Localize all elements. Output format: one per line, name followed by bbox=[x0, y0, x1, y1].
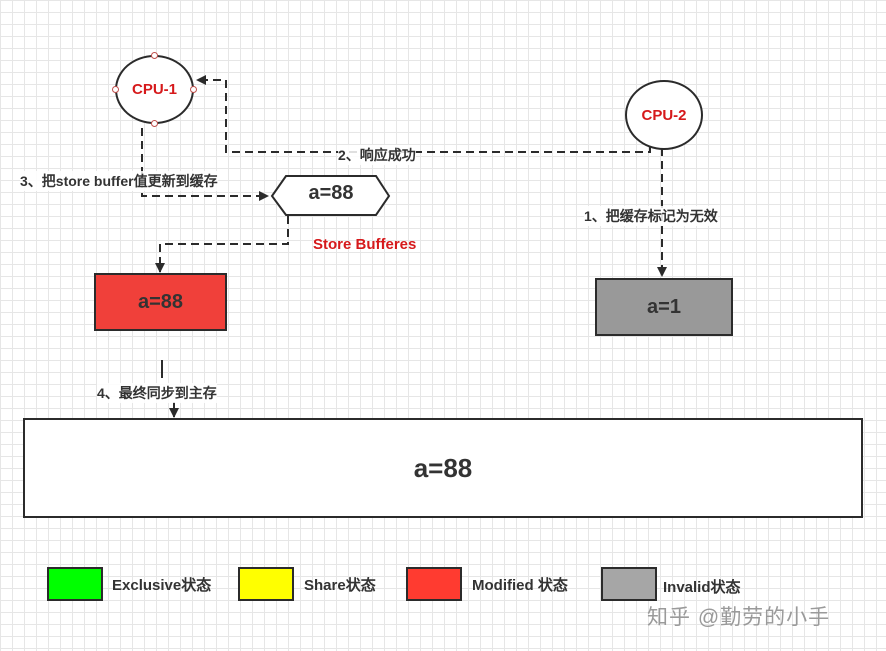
legend-swatch-invalid bbox=[601, 567, 657, 601]
legend-label-invalid: Invalid状态 bbox=[663, 579, 741, 596]
cpu1-node: CPU-1 bbox=[115, 55, 194, 124]
arrow-step2 bbox=[196, 75, 651, 153]
step1-label: 1、把缓存标记为无效 bbox=[584, 206, 718, 226]
cpu2-cache-box: a=1 bbox=[595, 278, 733, 336]
watermark-text: 知乎 @勤劳的小手 bbox=[647, 606, 831, 629]
cpu2-node: CPU-2 bbox=[625, 80, 703, 150]
cpu2-cache-value: a=1 bbox=[647, 295, 681, 318]
cpu1-label: CPU-1 bbox=[131, 81, 177, 98]
store-buffer-caption: Store Bufferes bbox=[313, 236, 417, 253]
arrow-step3 bbox=[141, 128, 269, 201]
cpu1-handle-right bbox=[190, 86, 197, 93]
cpu1-handle-left bbox=[112, 86, 119, 93]
step4-label: 4、最终同步到主存 bbox=[97, 383, 217, 403]
cpu1-handle-top bbox=[151, 52, 158, 59]
cpu2-label: CPU-2 bbox=[641, 106, 687, 124]
legend-swatch-share bbox=[238, 567, 294, 601]
cpu1-cache-box: a=88 bbox=[94, 273, 227, 331]
main-memory-box: a=88 bbox=[23, 418, 863, 518]
legend-label-share: Share状态 bbox=[304, 577, 376, 594]
step2-label: 2、响应成功 bbox=[338, 145, 416, 165]
legend-label-modified: Modified 状态 bbox=[472, 577, 568, 594]
store-buffer-value: a=88 bbox=[308, 182, 354, 204]
arrow-buffer-to-cache bbox=[155, 216, 289, 273]
legend-swatch-exclusive bbox=[47, 567, 103, 601]
cpu1-handle-bottom bbox=[151, 120, 158, 127]
cpu1-cache-value: a=88 bbox=[137, 290, 184, 313]
main-memory-value: a=88 bbox=[413, 452, 473, 483]
legend-label-exclusive: Exclusive状态 bbox=[112, 577, 212, 594]
step3-label: 3、把store buffer值更新到缓存 bbox=[20, 171, 218, 191]
legend-swatch-modified bbox=[406, 567, 462, 601]
store-buffer-shape bbox=[270, 175, 391, 216]
